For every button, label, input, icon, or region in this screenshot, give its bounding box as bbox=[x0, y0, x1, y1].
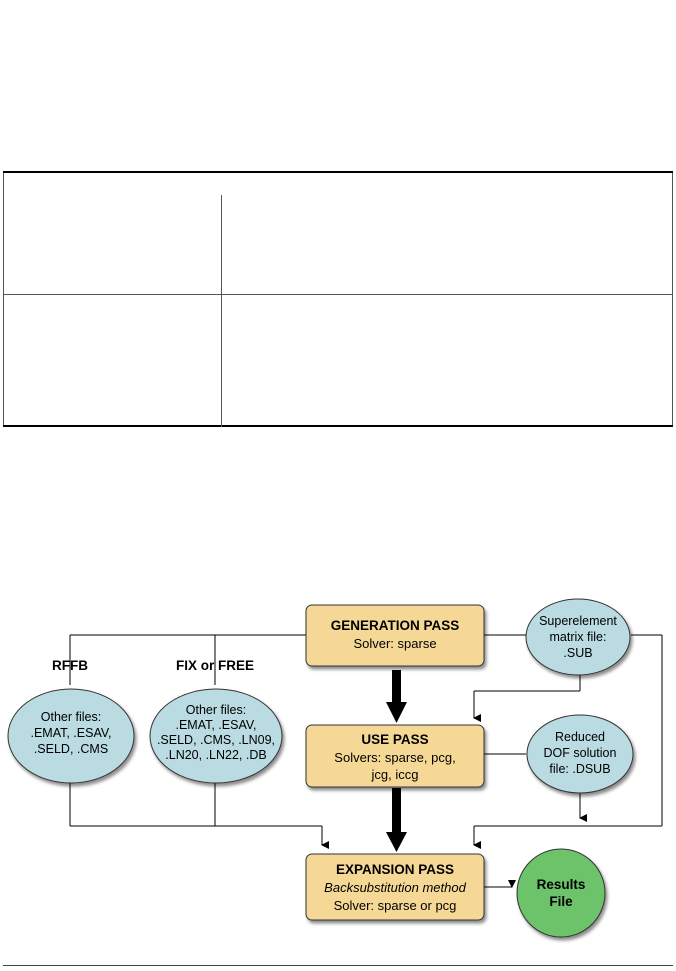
expansion-pass-solver: Solver: sparse or pcg bbox=[334, 898, 457, 913]
reduced-line3: file: .DSUB bbox=[549, 762, 610, 776]
superelement-line1: Superelement bbox=[539, 614, 617, 628]
superelement-file-ellipse: Superelement matrix file: .SUB bbox=[525, 598, 631, 676]
fixfree-line2: .EMAT, .ESAV, bbox=[175, 718, 256, 732]
superelement-line3: .SUB bbox=[563, 646, 592, 660]
use-pass-solvers: Solvers: sparse, pcg, bbox=[334, 750, 455, 765]
expansion-pass-title: EXPANSION PASS bbox=[336, 862, 454, 877]
connector-lines bbox=[69, 634, 663, 888]
use-pass-solvers-2: jcg, iccg bbox=[371, 767, 419, 782]
table-left-border bbox=[3, 173, 4, 425]
use-pass-box: USE PASS Solvers: sparse, pcg, jcg, iccg bbox=[305, 724, 485, 788]
table-column-divider bbox=[221, 294, 222, 427]
rffb-files-ellipse: Other files: .EMAT, .ESAV, .SELD, .CMS bbox=[7, 688, 135, 784]
rffb-line2: .EMAT, .ESAV, bbox=[30, 726, 111, 740]
table-row-divider bbox=[3, 294, 673, 295]
fixfree-line3: .SELD, .CMS, .LN09, bbox=[157, 733, 275, 747]
fixfree-line4: .LN20, .LN22, .DB bbox=[165, 748, 266, 762]
results-line1: Results bbox=[537, 877, 586, 892]
page-footer-rule bbox=[3, 965, 673, 966]
rffb-line1: Other files: bbox=[41, 710, 101, 724]
use-pass-title: USE PASS bbox=[361, 732, 428, 747]
reduced-line1: Reduced bbox=[555, 730, 605, 744]
fixfree-line1: Other files: bbox=[186, 703, 246, 717]
fix-or-free-files-ellipse: Other files: .EMAT, .ESAV, .SELD, .CMS, … bbox=[149, 688, 283, 784]
fix-or-free-label: FIX or FREE bbox=[176, 658, 254, 673]
generation-pass-box: GENERATION PASS Solver: sparse bbox=[305, 604, 485, 667]
main-flow-arrows bbox=[386, 670, 407, 852]
reduced-dof-file-ellipse: Reduced DOF solution file: .DSUB bbox=[526, 714, 634, 794]
reduced-line2: DOF solution bbox=[544, 746, 617, 760]
generation-pass-solver: Solver: sparse bbox=[353, 636, 436, 651]
superelement-line2: matrix file: bbox=[550, 630, 607, 644]
rffb-line3: .SELD, .CMS bbox=[34, 742, 108, 756]
expansion-pass-method: Backsubstitution method bbox=[324, 880, 466, 895]
expansion-pass-box: EXPANSION PASS Backsubstitution method S… bbox=[305, 853, 485, 921]
rffb-label: RFFB bbox=[52, 658, 88, 673]
generation-pass-title: GENERATION PASS bbox=[331, 618, 460, 633]
results-line2: File bbox=[549, 894, 573, 909]
table-right-border bbox=[672, 173, 673, 425]
results-file-ellipse: Results File bbox=[516, 848, 606, 938]
table-column-divider bbox=[221, 195, 222, 295]
data-table bbox=[3, 171, 673, 427]
